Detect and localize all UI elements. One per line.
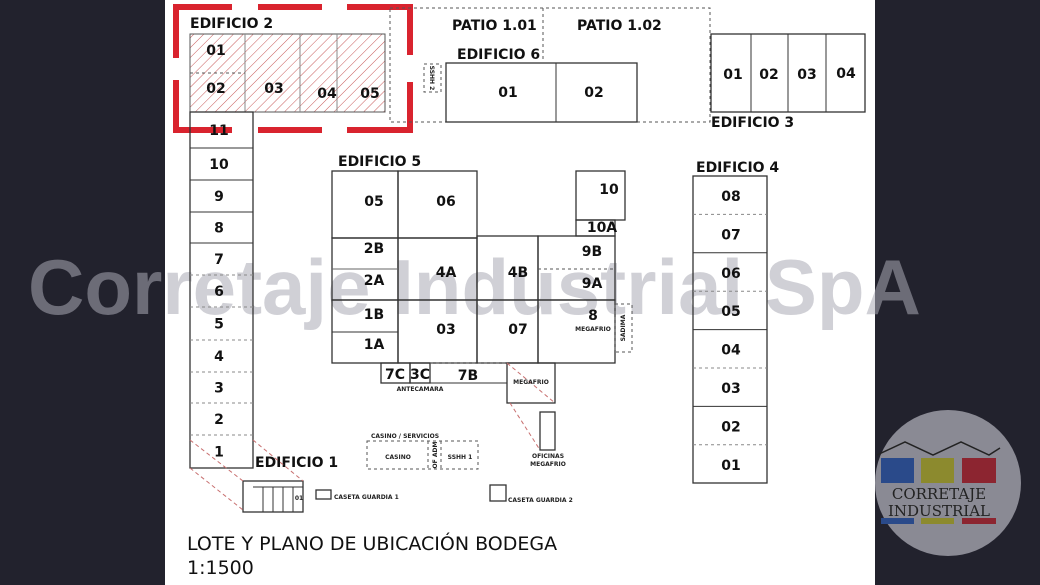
patio-101-label: PATIO 1.01 [452, 18, 537, 34]
unit-e3-04[interactable]: 04 [836, 66, 856, 82]
unit-e5-10[interactable]: 10 [599, 182, 619, 198]
megafrio-annex-label: MEGAFRIO [513, 379, 549, 386]
unit-e5-2b[interactable]: 2B [364, 241, 384, 257]
plan-scale: 1:1500 [187, 557, 254, 579]
unit-e1-2[interactable]: 2 [214, 412, 224, 428]
unit-e1-11[interactable]: 11 [209, 123, 228, 139]
casino-servicios[interactable]: CASINO / SERVICIOS CASINO OF ADM SSHH 1 [366, 433, 479, 470]
edificio-1[interactable]: 11 10 9 8 7 6 5 4 3 2 1 [189, 111, 254, 469]
unit-e1-8[interactable]: 8 [214, 221, 224, 237]
unit-e5-1b[interactable]: 1B [364, 307, 384, 323]
edificio-6-label: EDIFICIO 6 [457, 47, 540, 63]
logo-line-1: CORRETAJE [892, 485, 986, 503]
watermark: Corretaje Industrial SpA [28, 243, 921, 331]
unit-e1-5[interactable]: 5 [214, 317, 224, 333]
unit-e1-3[interactable]: 3 [214, 381, 224, 397]
megafrio-label: MEGAFRIO [575, 326, 611, 333]
unit-e5-1a[interactable]: 1A [364, 337, 385, 353]
casino-label: CASINO [385, 454, 411, 461]
unit-e2-03[interactable]: 03 [264, 81, 283, 97]
unit-e5-07[interactable]: 07 [508, 322, 527, 338]
unit-e1-1[interactable]: 1 [214, 445, 224, 461]
edificio-6[interactable]: EDIFICIO 6 SSHH 2 01 02 [423, 47, 638, 123]
edificio-4[interactable]: 08 07 06 05 04 03 02 01 [692, 175, 768, 484]
edificio-1-label: EDIFICIO 1 [255, 455, 338, 471]
roof-outline-icon [876, 441, 1001, 456]
unit-e5-7c[interactable]: 7C [385, 367, 405, 383]
unit-e5-10a[interactable]: 10A [587, 220, 617, 236]
caseta-guardia-1-label: CASETA GUARDIA 1 [334, 494, 399, 501]
annex-01-label: 01 [295, 495, 303, 502]
unit-e2-02[interactable]: 02 [206, 81, 225, 97]
unit-e1-9[interactable]: 9 [214, 189, 224, 205]
corretaje-industrial-logo: CORRETAJE INDUSTRIAL [875, 410, 1021, 556]
unit-e2-05[interactable]: 05 [360, 86, 379, 102]
casino-servicios-label: CASINO / SERVICIOS [371, 433, 439, 440]
edificio-2-label: EDIFICIO 2 [190, 16, 273, 32]
unit-e6-02[interactable]: 02 [584, 85, 603, 101]
logo-line-2: INDUSTRIAL [888, 502, 990, 520]
unit-e5-03[interactable]: 03 [436, 322, 455, 338]
unit-e5-8[interactable]: 8 [588, 308, 598, 324]
unit-e5-4b[interactable]: 4B [508, 265, 528, 281]
unit-e4-04[interactable]: 04 [721, 343, 741, 359]
of-adm-label: OF ADM [432, 442, 439, 469]
unit-e3-01[interactable]: 01 [723, 67, 742, 83]
unit-e5-2a[interactable]: 2A [364, 273, 385, 289]
caseta-guardia-1 [315, 489, 332, 500]
unit-e4-05[interactable]: 05 [721, 304, 740, 320]
oficinas-label: OFICINAS [532, 453, 564, 460]
unit-e5-4a[interactable]: 4A [436, 265, 457, 281]
edificio-3[interactable]: 01 02 03 04 EDIFICIO 3 [710, 33, 866, 131]
caseta-guardia-2-label: CASETA GUARDIA 2 [508, 497, 573, 504]
unit-e5-7b[interactable]: 7B [458, 368, 478, 384]
unit-e5-05[interactable]: 05 [364, 194, 383, 210]
patio-102-label: PATIO 1.02 [577, 18, 662, 34]
sshh-2-label: SSHH 2 [428, 66, 435, 91]
unit-e4-06[interactable]: 06 [721, 266, 740, 282]
unit-e3-03[interactable]: 03 [797, 67, 816, 83]
patio-area [389, 7, 711, 123]
unit-e4-01[interactable]: 01 [721, 458, 740, 474]
edificio-3-label: EDIFICIO 3 [711, 115, 794, 131]
unit-e6-01[interactable]: 01 [498, 85, 517, 101]
unit-e2-01[interactable]: 01 [206, 43, 225, 59]
unit-e5-06[interactable]: 06 [436, 194, 455, 210]
unit-e1-6[interactable]: 6 [214, 284, 224, 300]
unit-e5-9b[interactable]: 9B [582, 244, 602, 260]
sadima-label: SADIMA [620, 314, 627, 341]
unit-e1-7[interactable]: 7 [214, 252, 224, 268]
edificio-2[interactable]: EDIFICIO 2 01 02 03 04 05 [173, 4, 413, 133]
unit-e4-07[interactable]: 07 [721, 227, 740, 243]
oficinas-megafrio-label: MEGAFRIO [530, 461, 566, 468]
unit-e5-9a[interactable]: 9A [582, 276, 603, 292]
edificio-4-label: EDIFICIO 4 [696, 160, 779, 176]
unit-e4-02[interactable]: 02 [721, 419, 740, 435]
edificio-5[interactable]: EDIFICIO 5 05 06 2B 2A 4A 4B 10 10A 9B 9… [331, 154, 633, 468]
unit-e4-08[interactable]: 08 [721, 189, 740, 205]
unit-e3-02[interactable]: 02 [759, 67, 778, 83]
edificio-1-annex: 01 [189, 439, 304, 513]
unit-e1-10[interactable]: 10 [209, 157, 229, 173]
unit-e2-04[interactable]: 04 [317, 86, 337, 102]
unit-e5-3c[interactable]: 3C [410, 367, 430, 383]
highlight-bracket [173, 4, 413, 133]
antecamara-label: ANTECAMARA [397, 386, 444, 393]
sshh-1-label: SSHH 1 [448, 454, 473, 461]
edificio-5-label: EDIFICIO 5 [338, 154, 421, 170]
plan-title: LOTE Y PLANO DE UBICACIÓN BODEGA [187, 531, 557, 555]
unit-e1-4[interactable]: 4 [214, 349, 224, 365]
caseta-guardia-2 [489, 484, 507, 502]
unit-e4-03[interactable]: 03 [721, 381, 740, 397]
